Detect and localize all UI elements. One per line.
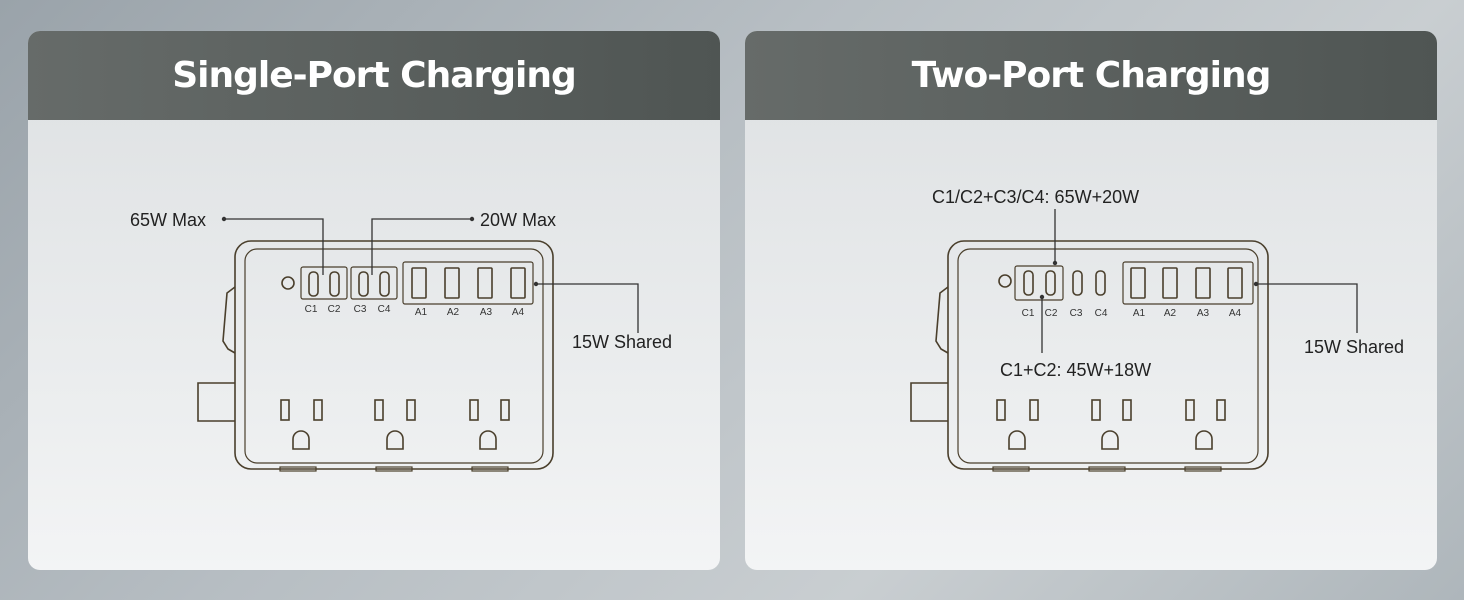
port-a3 xyxy=(477,267,493,299)
port-c2 xyxy=(329,271,340,297)
foot xyxy=(471,466,509,472)
two-port-panel: Two-Port Charging xyxy=(745,31,1437,570)
power-cord xyxy=(910,382,948,422)
port-c1 xyxy=(1023,270,1034,296)
port-c3 xyxy=(1072,270,1083,296)
port-label-a4: A4 xyxy=(1229,308,1242,319)
port-label-a1: A1 xyxy=(1133,308,1146,319)
c3-c4-group xyxy=(350,266,398,300)
leader-dot xyxy=(533,281,539,287)
ac-outlet xyxy=(280,399,323,450)
port-a4 xyxy=(1227,267,1243,299)
indicator-light xyxy=(998,274,1012,288)
port-label-c3: C3 xyxy=(354,304,367,315)
port-a2 xyxy=(444,267,460,299)
single-port-panel: Single-Port Charging xyxy=(28,31,720,570)
ac-outlet xyxy=(374,399,416,450)
two-port-title: Two-Port Charging xyxy=(911,55,1272,96)
leader-20w xyxy=(371,218,472,275)
port-label-c3: C3 xyxy=(1070,308,1083,319)
ac-outlet xyxy=(469,399,510,450)
port-a3 xyxy=(1195,267,1211,299)
label-15w-shared: 15W Shared xyxy=(572,332,672,352)
two-port-header: Two-Port Charging xyxy=(745,31,1437,120)
port-label-a3: A3 xyxy=(480,307,493,318)
leader-65w xyxy=(224,218,324,275)
power-strip-device xyxy=(910,240,1269,472)
c1-c2-group xyxy=(300,266,348,300)
foot xyxy=(1184,466,1222,472)
port-a1 xyxy=(1130,267,1146,299)
single-port-title: Single-Port Charging xyxy=(172,55,577,96)
port-label-c1: C1 xyxy=(1022,308,1035,319)
port-label-c4: C4 xyxy=(378,304,391,315)
port-label-a2: A2 xyxy=(1164,308,1177,319)
port-label-c4: C4 xyxy=(1095,308,1108,319)
two-port-diagram: C1 C2 C3 C4 A1 A2 A3 A4 C1/C2+C3/C4: 65W… xyxy=(910,187,1404,472)
c1-c2-group xyxy=(1014,265,1064,301)
port-label-a1: A1 xyxy=(415,307,428,318)
foot xyxy=(1088,466,1126,472)
rocker-switch xyxy=(935,286,949,354)
port-c2 xyxy=(1045,270,1056,296)
foot xyxy=(992,466,1030,472)
port-c4 xyxy=(379,271,390,297)
foot xyxy=(279,466,317,472)
foot xyxy=(375,466,413,472)
label-20w-max: 20W Max xyxy=(480,210,556,230)
leader-15w xyxy=(1256,283,1358,333)
port-c1 xyxy=(308,271,319,297)
ac-outlet xyxy=(1185,399,1226,450)
port-label-a4: A4 xyxy=(512,307,525,318)
usb-a-group xyxy=(402,261,534,305)
single-port-diagram: C1 C2 C3 C4 A1 A2 A3 A4 65W Max 20W Max … xyxy=(130,210,672,472)
usb-a-group xyxy=(1122,261,1254,305)
port-a2 xyxy=(1162,267,1178,299)
single-port-header: Single-Port Charging xyxy=(28,31,720,120)
rocker-switch xyxy=(222,286,236,354)
leader-15w xyxy=(536,283,639,333)
port-label-c2: C2 xyxy=(328,304,341,315)
port-a4 xyxy=(510,267,526,299)
label-c1c2-combo: C1+C2: 45W+18W xyxy=(1000,360,1151,380)
port-label-a3: A3 xyxy=(1197,308,1210,319)
ac-outlet xyxy=(1091,399,1132,450)
port-c4 xyxy=(1095,270,1106,296)
power-cord xyxy=(197,382,235,422)
port-label-c2: C2 xyxy=(1045,308,1058,319)
power-strip-device xyxy=(197,240,554,472)
label-65w-max: 65W Max xyxy=(130,210,206,230)
port-c3 xyxy=(358,271,369,297)
label-c-combo: C1/C2+C3/C4: 65W+20W xyxy=(932,187,1139,207)
port-label-a2: A2 xyxy=(447,307,460,318)
ac-outlet xyxy=(996,399,1039,450)
indicator-light xyxy=(281,276,295,290)
port-label-c1: C1 xyxy=(305,304,318,315)
label-15w-shared: 15W Shared xyxy=(1304,337,1404,357)
port-a1 xyxy=(411,267,427,299)
